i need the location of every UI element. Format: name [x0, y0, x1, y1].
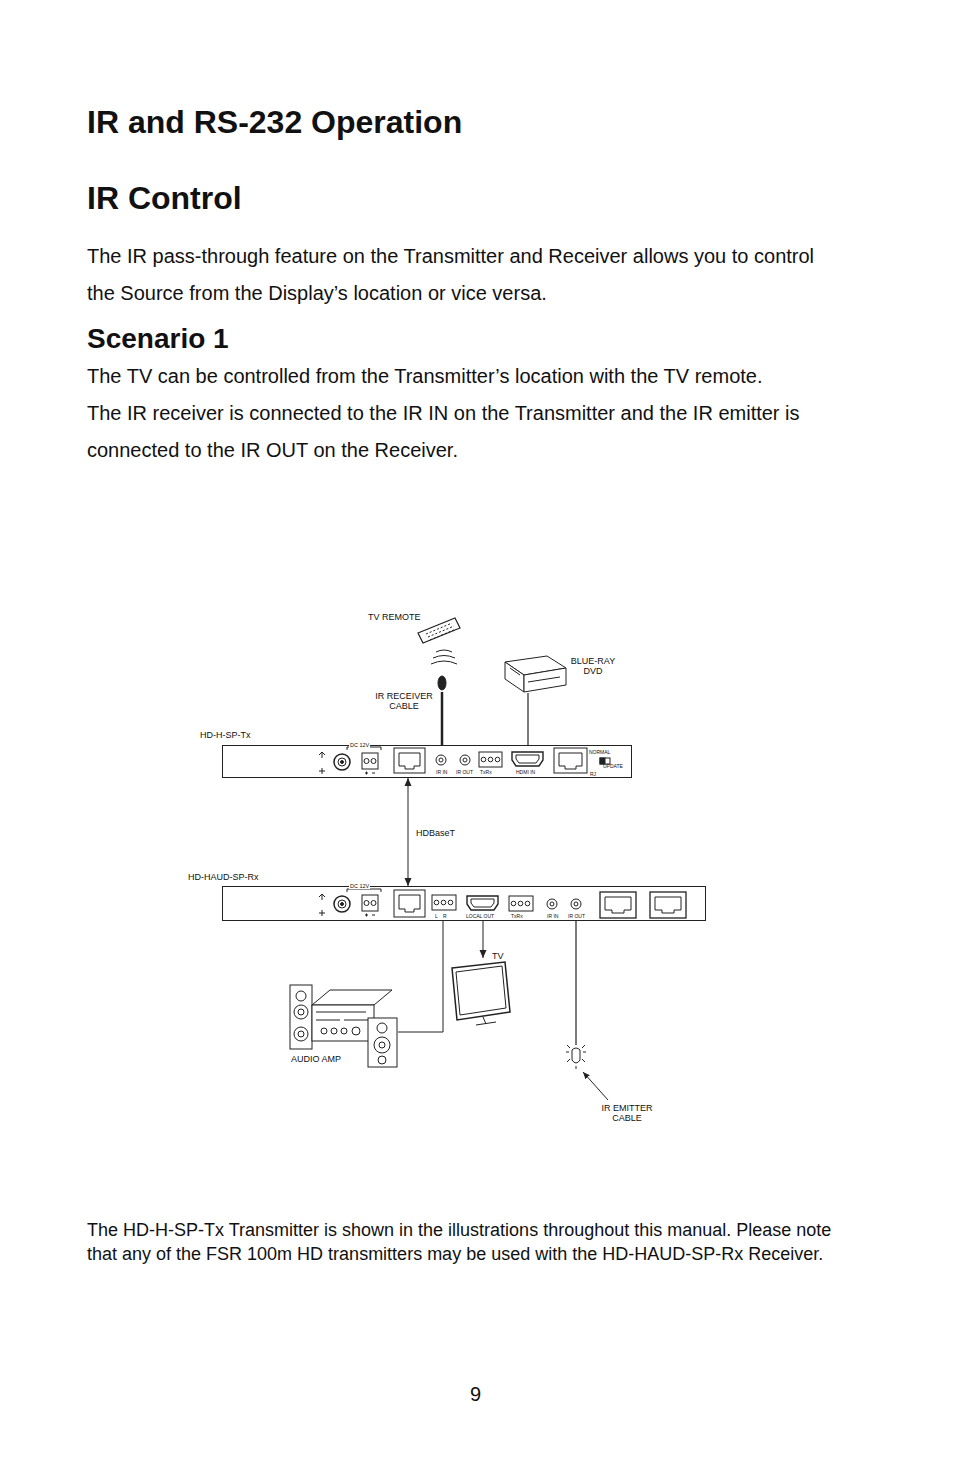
player-node: BLUE-RAY DVD: [503, 655, 566, 693]
subheading: Scenario 1: [87, 322, 229, 356]
connector: [527, 693, 528, 745]
amp-node: AUDIO AMP: [290, 975, 398, 1067]
node-label: TV REMOTE: [368, 613, 421, 623]
port-label: IR IN: [547, 914, 558, 920]
node-label: HD-HAUD-SP-Rx: [188, 873, 259, 883]
body-text: The IR receiver is connected to the IR I…: [87, 395, 877, 469]
port-label: L: [435, 914, 438, 920]
port-label: RJ: [590, 772, 596, 778]
tv-node: TV: [450, 958, 512, 1024]
section-heading: IR Control: [87, 179, 242, 217]
note-text: The HD-H-SP-Tx Transmitter is shown in t…: [87, 1218, 862, 1266]
port-label: TxRx: [511, 914, 523, 920]
page-number: 9: [470, 1382, 481, 1406]
node-label: IR EMITTER CABLE: [596, 1104, 658, 1124]
body-text: The IR pass-through feature on the Trans…: [87, 238, 832, 312]
tv-remote-icon: [418, 618, 460, 690]
page-title: IR and RS-232 Operation: [87, 103, 462, 141]
audio-amp-icon: [290, 985, 397, 1067]
connector-label: IR RECEIVER CABLE: [372, 691, 436, 712]
connector: [575, 921, 576, 1045]
body-text: The TV can be controlled from the Transm…: [87, 358, 877, 395]
port-label: R: [443, 914, 447, 920]
port-label: NORMAL: [589, 750, 610, 756]
transmitter-box: HD-H-SP-TxDC 12VIR INIR OUTTxRxHDMI INNO…: [222, 745, 632, 778]
port-label: DC 12V: [349, 883, 370, 889]
connector: [441, 692, 444, 745]
transmitter-panel: [319, 747, 610, 775]
port-label: TxRx: [480, 770, 492, 776]
port-label: HDMI IN: [516, 770, 535, 776]
emitter-node: IR EMITTER CABLE: [566, 1045, 586, 1070]
connector-label: HDBaseT: [416, 828, 455, 838]
tv-icon: [452, 962, 510, 1025]
port-label: LOCAL OUT: [466, 914, 494, 920]
remote-node: TV REMOTE: [425, 615, 463, 692]
node-label: BLUE-RAY DVD: [566, 657, 620, 677]
port-label: UPDATE: [603, 764, 623, 770]
port-label: IR IN: [436, 770, 447, 776]
port-label: DC 12V: [349, 742, 370, 748]
ir-emitter-icon: [566, 1045, 586, 1069]
connector: [408, 778, 409, 886]
leader-line: [583, 1072, 608, 1100]
connector: [483, 921, 484, 958]
connector: [398, 921, 443, 1032]
port-label: IR OUT: [568, 914, 585, 920]
receiver-box: HD-HAUD-SP-RxDC 12VLRLOCAL OUTTxRxIR INI…: [222, 886, 706, 921]
node-label: HD-H-SP-Tx: [200, 731, 251, 741]
node-label: AUDIO AMP: [291, 1055, 341, 1065]
node-label: TV: [492, 952, 504, 962]
bluray-player-icon: [505, 656, 566, 692]
port-label: IR OUT: [456, 770, 473, 776]
receiver-panel: [319, 889, 686, 918]
